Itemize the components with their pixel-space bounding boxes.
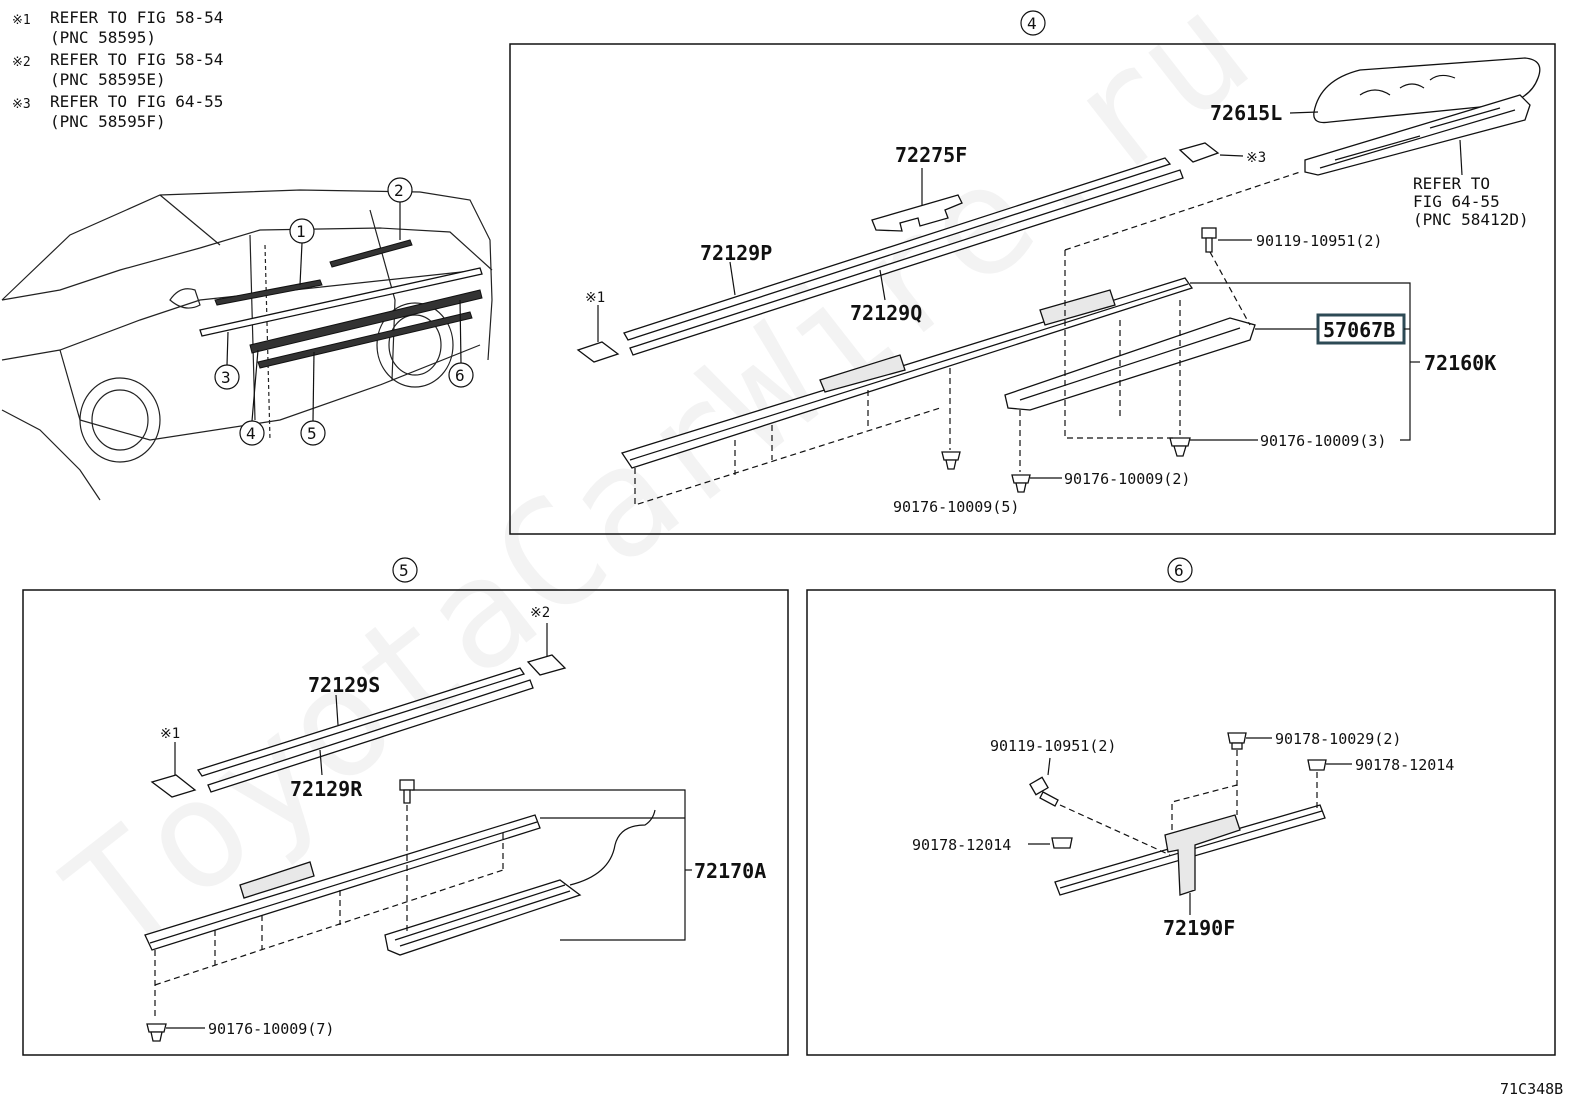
section-5-title: 5	[399, 561, 409, 580]
part-57067B-label[interactable]: 57067B	[1323, 318, 1395, 342]
clip-90176-3-label[interactable]: 90176-10009(3)	[1260, 432, 1386, 450]
part-72275F-label[interactable]: 72275F	[895, 143, 967, 167]
part-72615L-label[interactable]: 72615L	[1210, 101, 1282, 125]
part-72129S-label[interactable]: 72129S	[308, 673, 380, 697]
part-72275F-shape	[871, 194, 963, 232]
bolt-sec5	[399, 779, 415, 804]
pad-mark2	[526, 654, 567, 676]
watermark: ToyotaCarWire.ru	[35, 0, 1281, 988]
nut-90178-10029	[1227, 732, 1247, 750]
part-72129P-shape	[623, 157, 1172, 341]
callout-3: 3	[214, 331, 240, 390]
section-6-frame	[806, 589, 1556, 1056]
clip-90176-7	[146, 1023, 167, 1042]
note-3-mark: ※3	[12, 97, 31, 112]
section-4-title: 4	[1027, 14, 1037, 33]
nut-90178-12014-right	[1307, 759, 1327, 771]
note-2-mark: ※2	[12, 55, 31, 70]
part-72129S-shape	[196, 667, 526, 777]
nut-90178-10029-label[interactable]: 90178-10029(2)	[1275, 730, 1401, 748]
nut-90178-12014-right-label[interactable]: 90178-12014	[1355, 756, 1454, 774]
note-1-line1: REFER TO FIG 58-54	[50, 8, 223, 27]
note-3-line2: (PNC 58595F)	[50, 112, 166, 131]
mark1-sec4-label: ※1	[585, 290, 605, 306]
bolt-90119-sec6	[1029, 776, 1059, 807]
section-5-frame	[22, 589, 789, 1056]
svg-text:3: 3	[221, 368, 231, 387]
figure-code: 71C348B	[1500, 1080, 1563, 1098]
refer-line1: REFER TO	[1413, 174, 1490, 193]
refer-line3: (PNC 58412D)	[1413, 210, 1529, 229]
part-72129R-shape	[207, 679, 534, 793]
part-72190F-label[interactable]: 72190F	[1163, 916, 1235, 940]
section-4: 4 72615L REFER TO FIG 64-55 (PNC 58412D)…	[509, 10, 1556, 535]
refer-line2: FIG 64-55	[1413, 192, 1500, 211]
clip-90176-5	[941, 451, 961, 470]
svg-text:4: 4	[246, 424, 256, 443]
overview-molding-3	[199, 267, 483, 337]
note-1-mark: ※1	[12, 13, 31, 28]
overview-molding-2	[329, 239, 413, 268]
note-1-line2: (PNC 58595)	[50, 28, 156, 47]
mark3-label: ※3	[1246, 150, 1266, 166]
callout-1: 1	[289, 218, 315, 286]
nut-90178-12014-left-label[interactable]: 90178-12014	[912, 836, 1011, 854]
note-2-line1: REFER TO FIG 58-54	[50, 50, 223, 69]
callout-5: 5	[300, 351, 326, 446]
notes-block: ※1 REFER TO FIG 58-54 (PNC 58595) ※2 REF…	[12, 8, 223, 131]
clip-90176-2	[1011, 474, 1031, 493]
bolt-90119-sec4-label[interactable]: 90119-10951(2)	[1256, 232, 1382, 250]
section-6: 6 72190F 90119-10951(2) 90178-10029(2)	[806, 557, 1556, 1056]
clip-90176-5-label[interactable]: 90176-10009(5)	[893, 498, 1019, 516]
rail-bracket-sec5	[239, 861, 315, 899]
nut-90178-12014-left	[1051, 837, 1073, 849]
clip-90176-7-label[interactable]: 90176-10009(7)	[208, 1020, 334, 1038]
clip-90176-2-label[interactable]: 90176-10009(2)	[1064, 470, 1190, 488]
section-6-title: 6	[1174, 561, 1184, 580]
part-72160K-label[interactable]: 72160K	[1424, 351, 1496, 375]
section-4-frame	[509, 43, 1556, 535]
part-72190F-bracket	[1164, 814, 1241, 896]
vehicle-overview: 1 2 3 4 5 6	[1, 177, 493, 501]
part-72129P-label[interactable]: 72129P	[700, 241, 772, 265]
callout-6: 6	[448, 299, 474, 388]
svg-text:6: 6	[455, 366, 465, 385]
bolt-90119-sec4	[1201, 227, 1217, 253]
rail-bracket-left	[819, 354, 906, 393]
svg-text:1: 1	[296, 222, 306, 241]
overview-molding-1	[214, 279, 323, 306]
svg-text:5: 5	[307, 424, 317, 443]
part-72170A-module	[384, 879, 582, 956]
note-2-line2: (PNC 58595E)	[50, 70, 166, 89]
mark2-label: ※2	[530, 605, 550, 621]
callout-4: 4	[239, 349, 265, 446]
pad-mark1-sec4	[576, 341, 620, 363]
section-5: 5 ※2 72129S 72129R ※1 72170A	[22, 557, 789, 1056]
part-72129R-label[interactable]: 72129R	[290, 777, 363, 801]
rail-bracket-mid	[1039, 289, 1116, 326]
part-72129Q-label[interactable]: 72129Q	[850, 301, 922, 325]
note-3-line1: REFER TO FIG 64-55	[50, 92, 223, 111]
mark1-sec5-label: ※1	[160, 726, 180, 742]
callout-2: 2	[387, 177, 413, 240]
pad-mark1-sec5	[150, 774, 197, 798]
overview-molding-4	[249, 289, 483, 354]
part-72170A-label[interactable]: 72170A	[694, 859, 766, 883]
overview-molding-5	[257, 311, 473, 369]
bolt-90119-sec6-label[interactable]: 90119-10951(2)	[990, 737, 1116, 755]
clip-90176-3	[1169, 437, 1191, 457]
part-72129Q-shape	[629, 169, 1184, 356]
pad-mark3	[1178, 142, 1220, 163]
svg-text:2: 2	[394, 181, 404, 200]
